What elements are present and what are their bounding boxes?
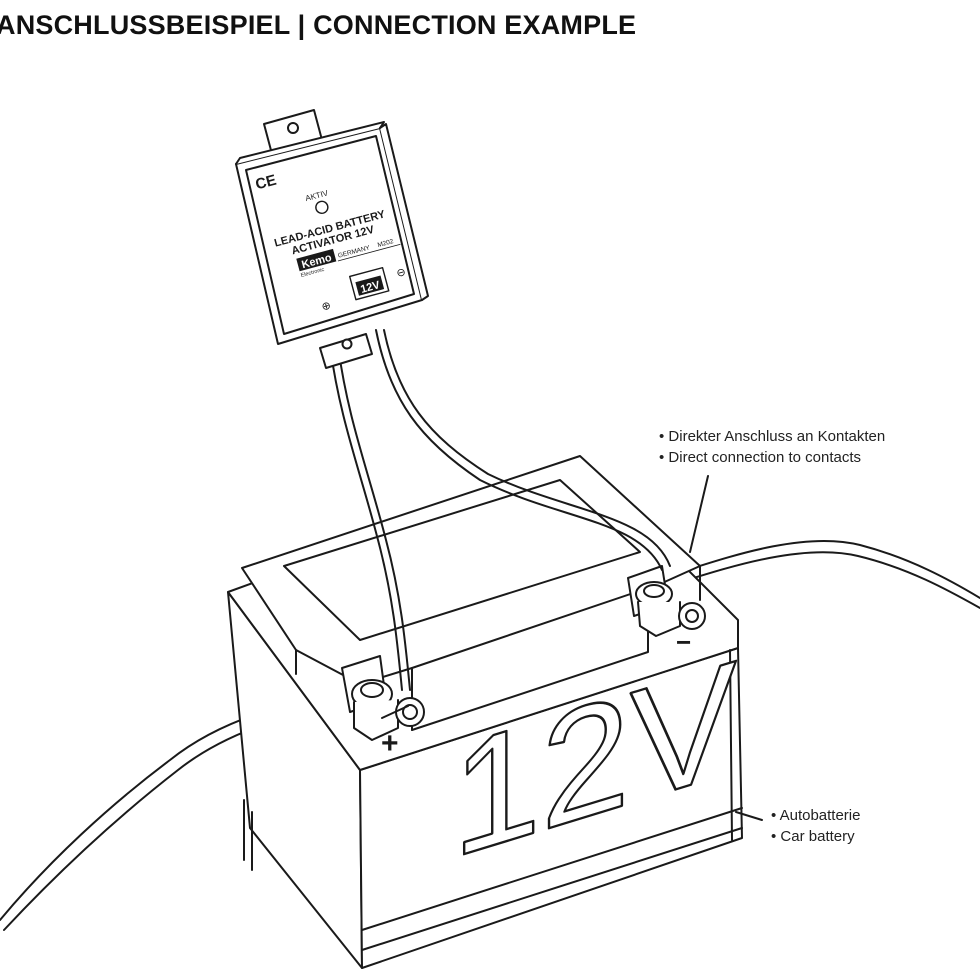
callout-line-de: • Direkter Anschluss an Kontakten [659, 428, 886, 445]
battery-lid [241, 455, 701, 685]
label-underline [337, 243, 401, 262]
led-indicator [315, 200, 329, 215]
minus-symbol: ⊖ [395, 266, 407, 280]
voltage-badge [355, 275, 385, 296]
callout-car-battery: • Autobatterie • Car battery [771, 805, 860, 847]
callout-leader-contacts [689, 475, 709, 553]
callout-leader-battery [735, 811, 763, 821]
callout-line-en: • Car battery [771, 828, 855, 845]
callout-direct-connection: • Direkter Anschluss an Kontakten • Dire… [659, 426, 885, 468]
car-cable-right [667, 539, 980, 609]
plus-symbol: ⊕ [320, 300, 332, 314]
mounting-tab-bottom [319, 333, 373, 369]
battery-plus-mark: + [381, 727, 399, 760]
ce-mark: CE [254, 172, 279, 194]
activator-wire-positive [329, 345, 411, 691]
terminal-positive [341, 655, 425, 741]
brand-badge [296, 248, 337, 272]
callout-line-en: • Direct connection to contacts [659, 449, 862, 466]
battery-minus-mark: − [676, 627, 691, 657]
voltage-badge-text: 12V [359, 279, 382, 296]
page-title: ANSCHLUSSBEISPIEL | CONNECTION EXAMPLE [0, 10, 637, 40]
terminal-negative [627, 565, 706, 637]
activator-wire-negative [375, 329, 671, 571]
callout-line-de: • Autobatterie [771, 807, 861, 824]
model-label: M202 [377, 238, 395, 249]
